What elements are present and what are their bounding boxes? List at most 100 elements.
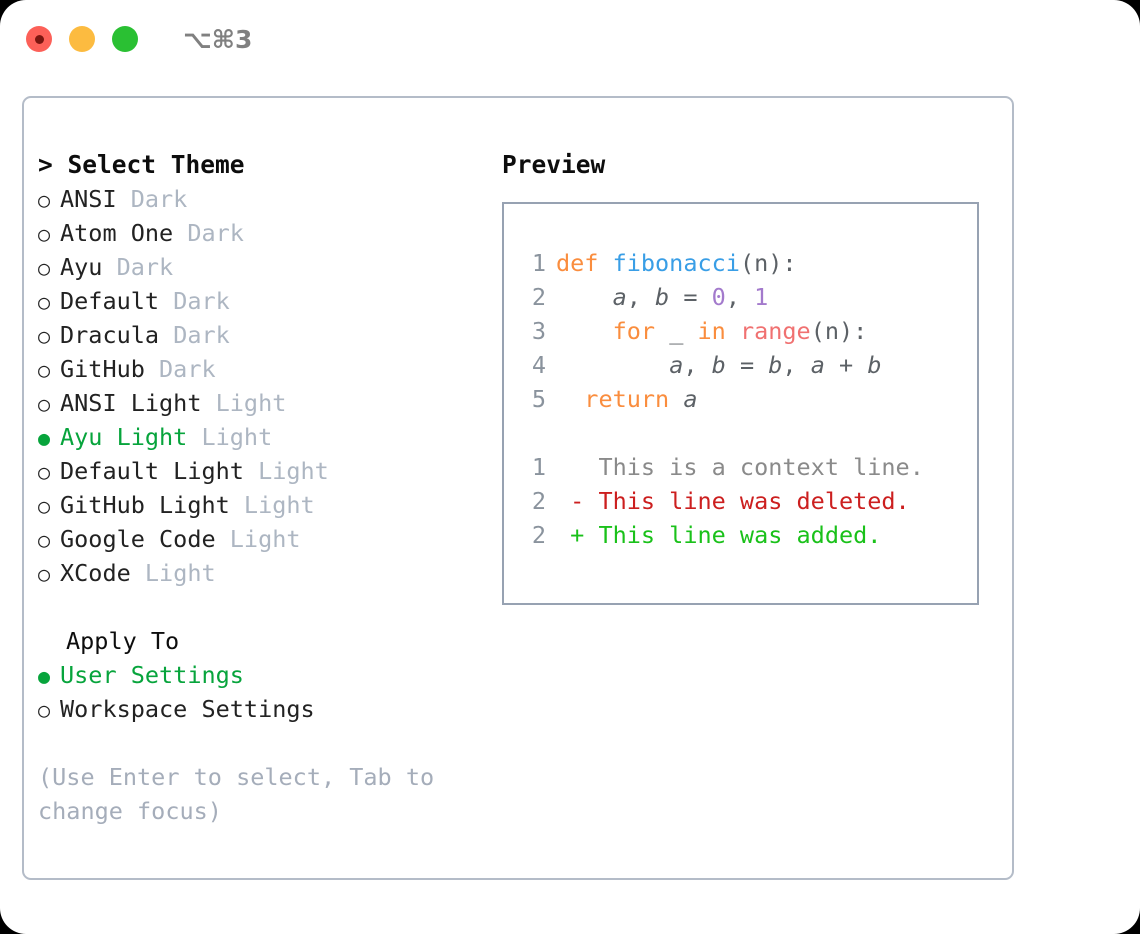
radio-unselected-icon: ○ bbox=[38, 392, 51, 416]
code-text: - This line was deleted. bbox=[556, 484, 910, 518]
diff-line: 1 This is a context line. bbox=[504, 450, 977, 484]
theme-list-item[interactable]: ○ Ayu Dark bbox=[38, 250, 488, 284]
apply-to-options: ● User Settings ○ Workspace Settings bbox=[38, 658, 488, 726]
theme-name-label: XCode bbox=[60, 559, 131, 587]
diff-sample: 1 This is a context line. 2 - This line w… bbox=[504, 450, 977, 552]
radio-unselected-icon: ○ bbox=[38, 256, 51, 280]
theme-list-item[interactable]: ○ GitHub Light Light bbox=[38, 488, 488, 522]
line-number: 2 bbox=[531, 487, 546, 515]
theme-variant-tag: Light bbox=[229, 491, 315, 519]
theme-variant-tag: Light bbox=[201, 389, 287, 417]
apply-to-option[interactable]: ○ Workspace Settings bbox=[38, 692, 488, 726]
code-line: 4 a, b = b, a + b bbox=[504, 348, 977, 382]
code-token bbox=[556, 385, 584, 413]
apply-to-section: Apply To ● User Settings ○ Workspace Settin… bbox=[38, 624, 488, 726]
theme-list-item[interactable]: ●Ayu Light Light bbox=[38, 420, 488, 454]
theme-name-label: Ayu Light bbox=[60, 423, 188, 451]
code-text: for _ in range(n): bbox=[556, 314, 868, 348]
code-token: in bbox=[697, 317, 726, 345]
preview-heading: Preview bbox=[502, 150, 606, 179]
theme-name-label: Ayu bbox=[60, 253, 103, 281]
code-token: , bbox=[725, 283, 755, 311]
keyboard-hint-text: (Use Enter to select, Tab to change focu… bbox=[38, 763, 435, 825]
code-token: a bbox=[683, 385, 698, 413]
theme-name-label: Google Code bbox=[60, 525, 216, 553]
theme-list: ○ANSI Dark○Atom One Dark○Ayu Dark○Defaul… bbox=[38, 182, 488, 590]
radio-unselected-icon: ○ bbox=[38, 528, 51, 552]
theme-variant-tag: Dark bbox=[159, 287, 230, 315]
code-token: , bbox=[626, 283, 656, 311]
code-token: 0 bbox=[711, 283, 726, 311]
theme-name-label: GitHub Light bbox=[60, 491, 230, 519]
theme-selection-panel: > Select Theme ○ANSI Dark○Atom One Dark○… bbox=[38, 148, 488, 828]
code-token: b bbox=[711, 351, 726, 379]
code-line: 3 for _ in range(n): bbox=[504, 314, 977, 348]
code-token bbox=[556, 317, 613, 345]
code-token: for bbox=[612, 317, 656, 345]
theme-list-item[interactable]: ○Default Dark bbox=[38, 284, 488, 318]
theme-list-item[interactable]: ○Default Light Light bbox=[38, 454, 488, 488]
code-token: (n): bbox=[739, 249, 797, 277]
theme-list-item[interactable]: ○Atom One Dark bbox=[38, 216, 488, 250]
code-token: = bbox=[669, 283, 712, 311]
close-dot-center bbox=[34, 34, 44, 44]
code-token: b bbox=[867, 351, 882, 379]
code-token: (n): bbox=[810, 317, 868, 345]
theme-list-item[interactable]: ○ Google Code Light bbox=[38, 522, 488, 556]
line-number: 1 bbox=[531, 453, 546, 481]
code-line: 2 a, b = 0, 1 bbox=[504, 280, 977, 314]
radio-selected-icon: ● bbox=[38, 664, 51, 688]
code-token: - This line was deleted. bbox=[556, 487, 910, 515]
minimize-button-icon[interactable] bbox=[69, 26, 95, 52]
theme-variant-tag: Dark bbox=[144, 355, 216, 383]
radio-unselected-icon: ○ bbox=[38, 698, 51, 722]
radio-unselected-icon: ○ bbox=[38, 222, 51, 246]
theme-name-label: Default Light bbox=[60, 457, 244, 485]
keyboard-shortcut-label: ⌥⌘3 bbox=[183, 24, 253, 54]
radio-unselected-icon: ○ bbox=[38, 494, 51, 518]
theme-list-item[interactable]: ○XCode Light bbox=[38, 556, 488, 590]
theme-name-label: Default bbox=[60, 287, 160, 315]
radio-unselected-icon: ○ bbox=[38, 358, 51, 382]
code-token: return bbox=[584, 385, 670, 413]
theme-variant-tag: Dark bbox=[116, 185, 188, 213]
radio-unselected-icon: ○ bbox=[38, 460, 51, 484]
code-text: a, b = 0, 1 bbox=[556, 280, 769, 314]
line-number: 2 bbox=[531, 283, 546, 311]
code-token: a bbox=[669, 351, 684, 379]
card-columns: > Select Theme ○ANSI Dark○Atom One Dark○… bbox=[24, 98, 1012, 878]
theme-variant-tag: Light bbox=[187, 423, 273, 451]
apply-to-option[interactable]: ● User Settings bbox=[38, 658, 488, 692]
apply-to-option-label: Workspace Settings bbox=[60, 695, 315, 723]
diff-line: 2 + This line was added. bbox=[504, 518, 977, 552]
apply-to-option-label: User Settings bbox=[60, 661, 244, 689]
code-token: fibonacci bbox=[612, 249, 740, 277]
radio-unselected-icon: ○ bbox=[38, 324, 51, 348]
theme-list-item[interactable]: ○ANSI Light Light bbox=[38, 386, 488, 420]
theme-list-item[interactable]: ○GitHub Dark bbox=[38, 352, 488, 386]
traffic-light-buttons bbox=[26, 26, 138, 52]
code-text: a, b = b, a + b bbox=[556, 348, 881, 382]
code-token bbox=[556, 283, 613, 311]
theme-variant-tag: Light bbox=[215, 525, 301, 553]
theme-variant-tag: Light bbox=[130, 559, 216, 587]
theme-list-item[interactable]: ○Dracula Dark bbox=[38, 318, 488, 352]
theme-list-item[interactable]: ○ANSI Dark bbox=[38, 182, 488, 216]
close-button-icon[interactable] bbox=[26, 26, 52, 52]
select-theme-heading: > Select Theme bbox=[38, 150, 245, 179]
title-bar: ⌥⌘3 bbox=[0, 0, 1140, 78]
apply-to-heading: Apply To bbox=[66, 627, 180, 655]
line-number: 4 bbox=[531, 351, 546, 379]
theme-picker-card: > Select Theme ○ANSI Dark○Atom One Dark○… bbox=[22, 96, 1014, 880]
theme-name-label: Atom One bbox=[60, 219, 174, 247]
code-text: def fibonacci(n): bbox=[556, 246, 797, 280]
code-token: , bbox=[782, 351, 811, 379]
theme-name-label: Dracula bbox=[60, 321, 160, 349]
zoom-button-icon[interactable] bbox=[112, 26, 138, 52]
code-token bbox=[556, 351, 669, 379]
theme-variant-tag: Dark bbox=[102, 253, 174, 281]
